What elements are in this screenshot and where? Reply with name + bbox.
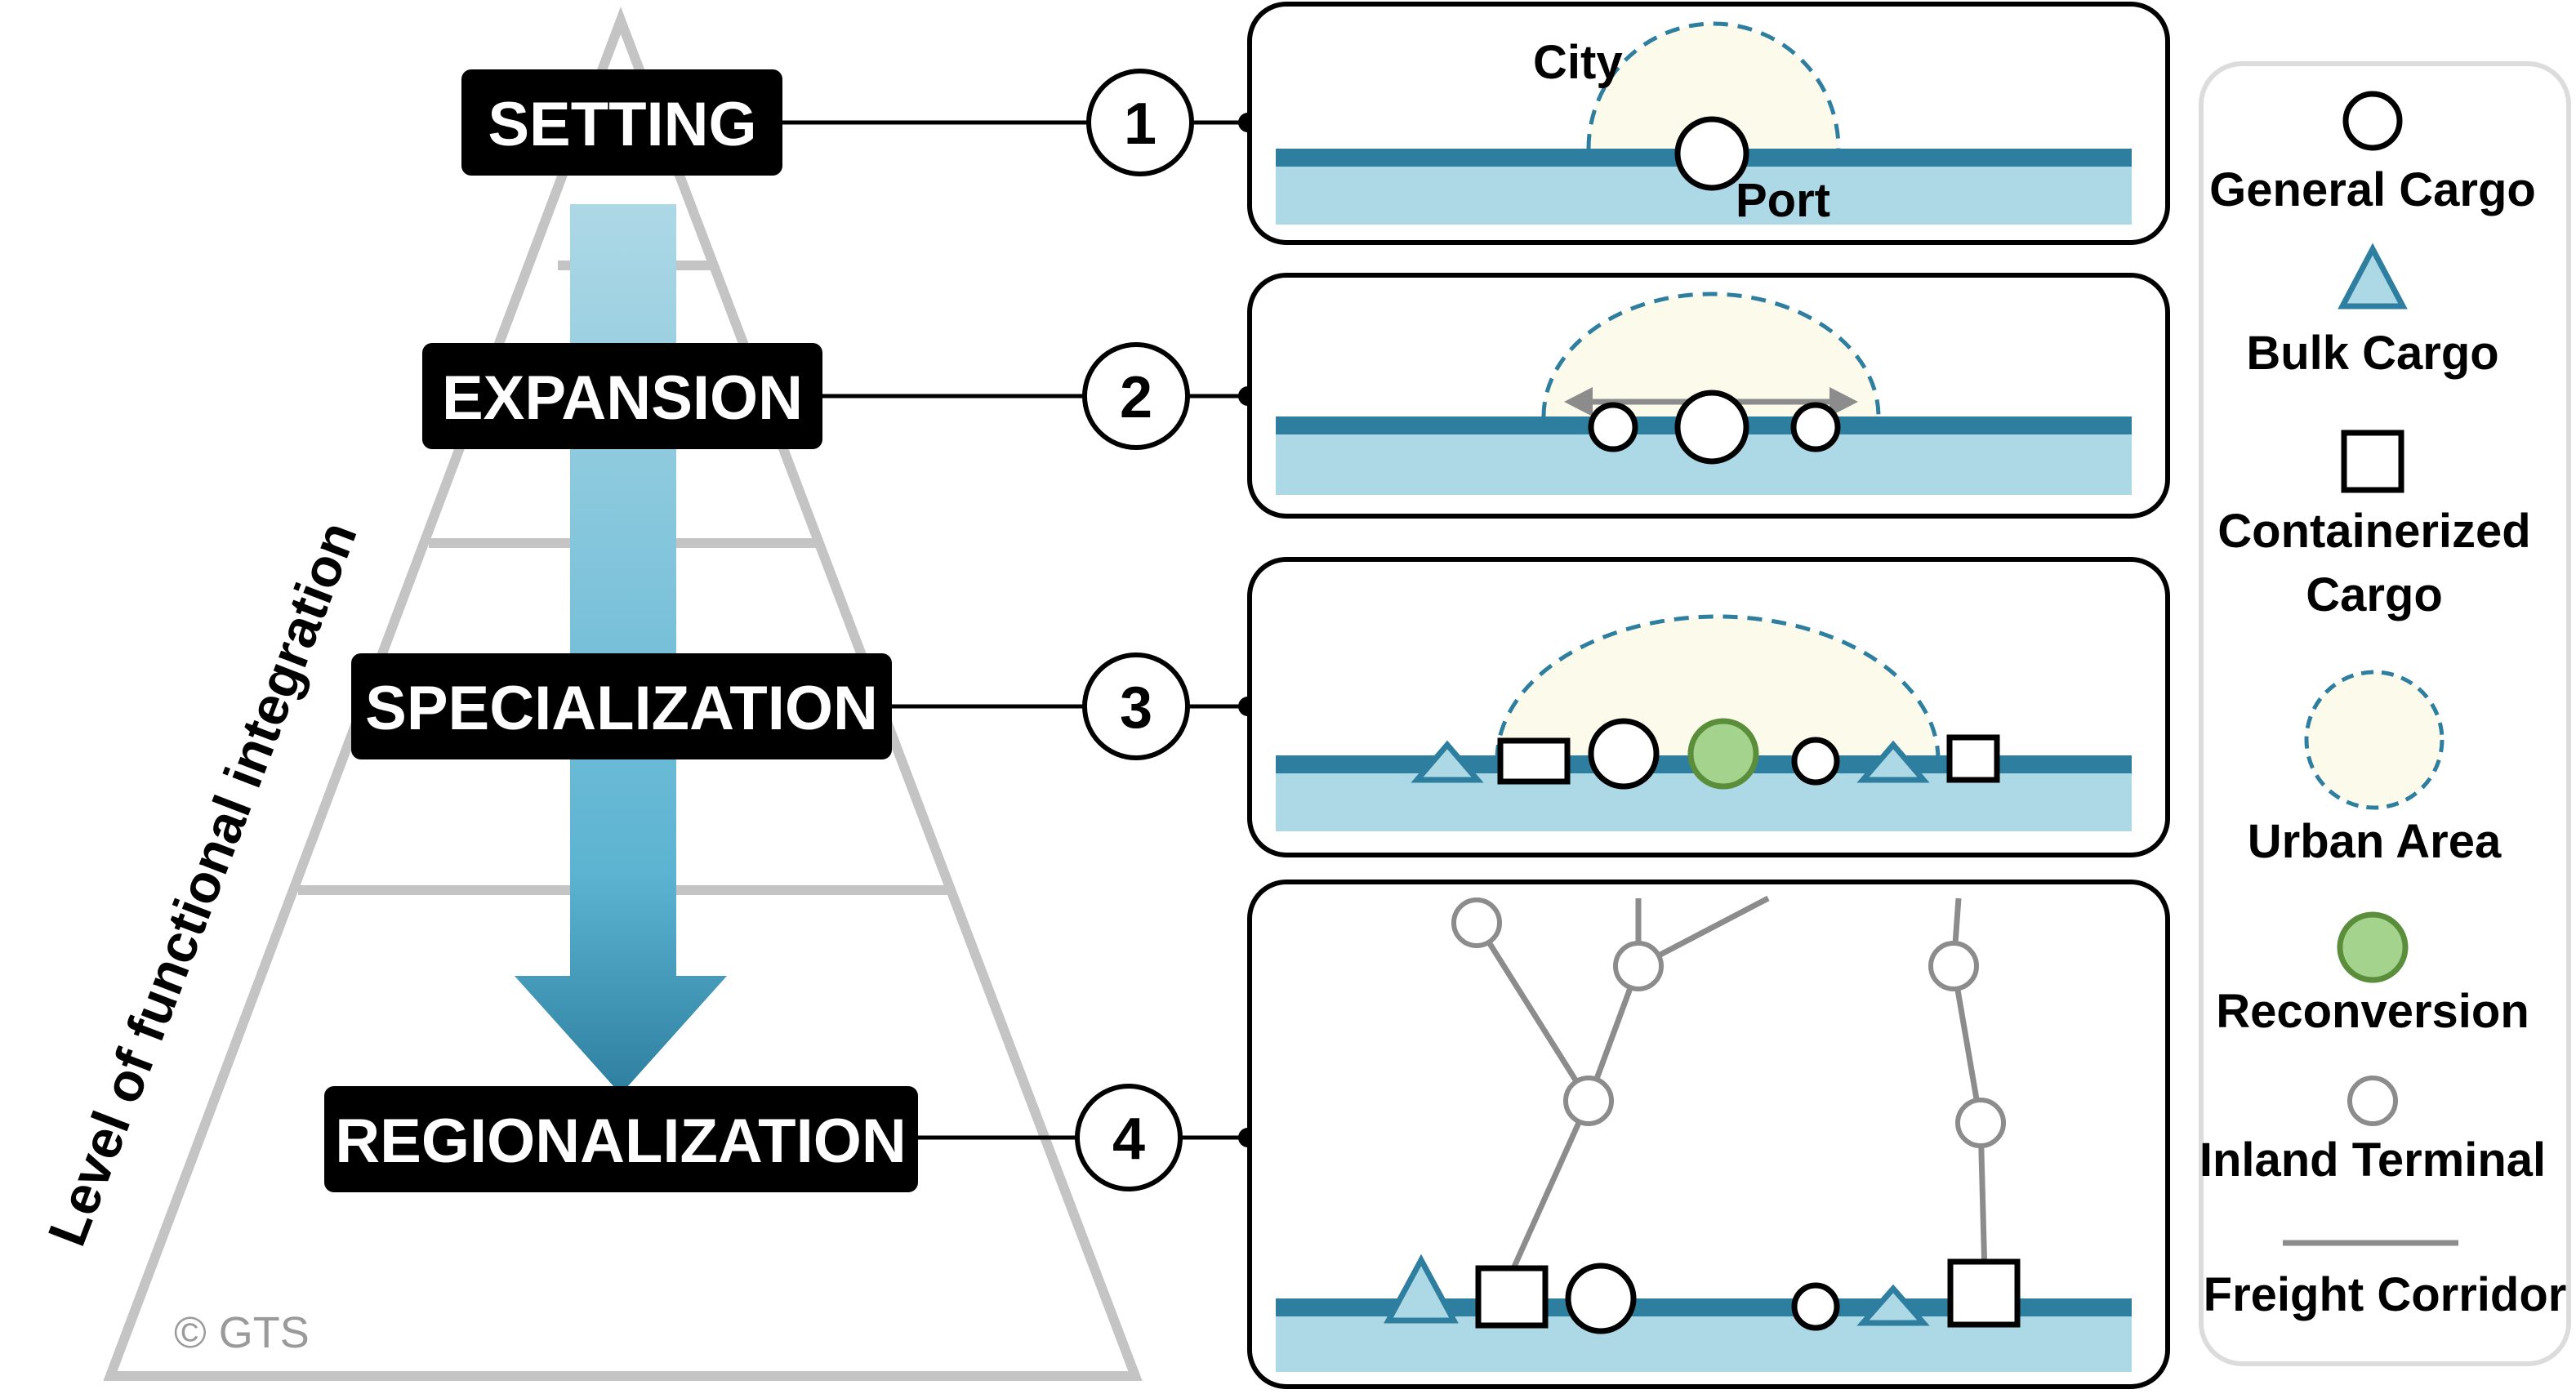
connector-4: 4: [918, 1084, 1258, 1191]
legend-freight-corridor-label: Freight Corridor: [2204, 1268, 2567, 1321]
number-label: 1: [1124, 91, 1157, 157]
inland-terminal: [1613, 941, 1664, 991]
stage-expansion: EXPANSION: [422, 343, 822, 449]
connector-2: 2: [822, 342, 1258, 450]
bulk-cargo-terminal: [1856, 740, 1930, 783]
urban-area: [1586, 21, 1841, 149]
port-label: Port: [1736, 174, 1830, 227]
legend-urban-area-label: Urban Area: [2248, 815, 2502, 868]
bulk-cargo-terminal: [1384, 1254, 1459, 1324]
connector-3: 3: [892, 652, 1258, 760]
number-circle: [1082, 652, 1190, 760]
panel-specialization: [1247, 557, 2170, 857]
stage-label: SPECIALIZATION: [365, 674, 878, 743]
legend-bulk-cargo-label: Bulk Cargo: [2246, 327, 2498, 380]
panel-setting: City Port: [1247, 2, 2170, 245]
general-cargo-terminal: [1791, 737, 1840, 786]
bulk-cargo-terminal: [1856, 1284, 1930, 1326]
container-terminal: [1946, 734, 2000, 783]
legend-urban-area-symbol: [2304, 670, 2445, 810]
general-cargo-terminal: [1588, 402, 1638, 452]
stage-label: REGIONALIZATION: [335, 1107, 906, 1176]
panel-expansion: [1247, 273, 2170, 519]
legend-bulk-cargo-symbol: [2338, 243, 2408, 310]
legend-general-cargo-label: General Cargo: [2209, 163, 2536, 216]
stage-label: EXPANSION: [442, 363, 803, 433]
general-cargo-terminal: [1790, 402, 1841, 452]
legend: General Cargo Bulk Cargo Containerized C…: [2199, 61, 2571, 1366]
number-label: 4: [1112, 1107, 1145, 1172]
stage-specialization: SPECIALIZATION: [351, 653, 892, 759]
number-label: 2: [1120, 365, 1152, 430]
bulk-cargo-terminal: [1411, 740, 1484, 783]
panel-frame: [1247, 880, 2170, 1389]
copyright-text: © GTS: [174, 1308, 310, 1357]
number-circle: [1086, 69, 1194, 176]
general-cargo-terminal: [1565, 1263, 1637, 1334]
inland-terminal: [1955, 1098, 2006, 1148]
legend-inland-terminal-label: Inland Terminal: [2199, 1133, 2546, 1187]
city-label: City: [1533, 36, 1623, 89]
inland-terminal: [1451, 897, 1502, 948]
inland-terminal: [1563, 1076, 1614, 1126]
legend-reconversion-symbol: [2337, 911, 2409, 983]
reconversion-site: [1687, 718, 1759, 790]
legend-reconversion-label: Reconversion: [2216, 985, 2529, 1038]
inland-terminal: [1928, 941, 1979, 991]
general-cargo-terminal: [1674, 390, 1749, 465]
stage-regionalization: REGIONALIZATION: [324, 1086, 918, 1192]
container-terminal: [1947, 1258, 2021, 1328]
integration-arrow: [515, 204, 727, 1094]
legend-inland-terminal-symbol: [2347, 1076, 2398, 1126]
legend-container-label-line1: Containerized: [2217, 505, 2531, 558]
stage-box: [351, 653, 892, 759]
panel-regionalization: [1247, 880, 2170, 1389]
legend-general-cargo-symbol: [2342, 91, 2403, 151]
general-cargo-terminal: [1588, 718, 1660, 790]
container-terminal: [1497, 737, 1571, 785]
urban-area: [1541, 292, 1881, 417]
general-cargo-terminal: [1674, 116, 1749, 191]
general-cargo-terminal: [1791, 1282, 1840, 1331]
number-circle: [1082, 342, 1190, 450]
connector-1: 1: [782, 69, 1258, 176]
number-label: 3: [1120, 675, 1152, 741]
stage-box: [324, 1086, 918, 1192]
legend-container-label-line2: Cargo: [2306, 568, 2443, 621]
number-circle: [1075, 1084, 1183, 1191]
stage-box: [422, 343, 822, 449]
container-terminal: [1475, 1265, 1549, 1329]
stage-box: [461, 69, 782, 176]
legend-container-symbol: [2341, 430, 2404, 493]
stage-label: SETTING: [488, 90, 756, 159]
stage-setting: SETTING: [461, 69, 782, 176]
